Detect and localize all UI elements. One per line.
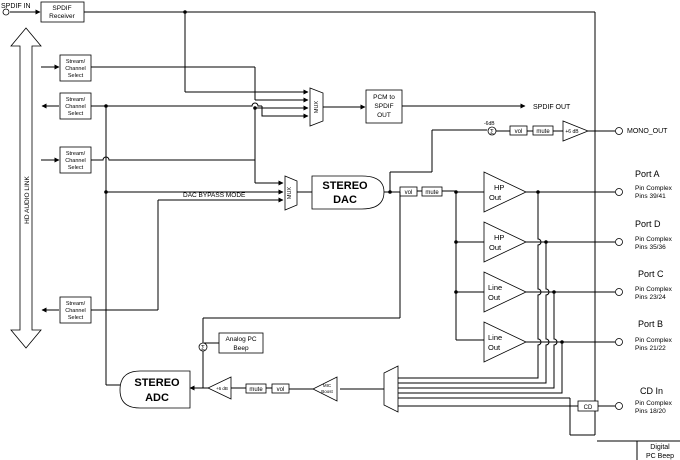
svg-text:Stream/: Stream/ xyxy=(66,301,86,307)
svg-text:SPDIF: SPDIF xyxy=(374,103,393,110)
mono-out-node xyxy=(615,127,623,135)
svg-text:mute: mute xyxy=(425,190,439,196)
stream-select-3: Stream/ Channel Select xyxy=(59,146,92,174)
stream-select-4: Stream/ Channel Select xyxy=(59,296,92,324)
port-c-pins: Pins 23/24 xyxy=(635,294,666,301)
spdif-mux-label: MUX xyxy=(314,101,320,114)
svg-text:Select: Select xyxy=(68,111,84,117)
hd-audio-link-label: HD AUDIO LINK xyxy=(24,176,31,224)
port-b-name: Port B xyxy=(638,319,663,329)
port-c-node xyxy=(615,288,623,296)
port-d-pins: Pins 35/36 xyxy=(635,244,666,251)
svg-text:Pin Complex: Pin Complex xyxy=(635,236,673,243)
svg-text:Out: Out xyxy=(488,293,501,302)
port-c-name: Port C xyxy=(638,269,664,279)
svg-text:mute: mute xyxy=(249,387,263,393)
svg-text:OUT: OUT xyxy=(377,112,391,119)
line-out-b: Line Out xyxy=(483,321,527,363)
dac-bypass-label: DAC BYPASS MODE xyxy=(183,192,246,199)
cd-in-pins: Pins 18/20 xyxy=(635,408,666,415)
svg-text:Select: Select xyxy=(68,165,84,171)
mono-amp xyxy=(562,120,590,142)
svg-text:Channel: Channel xyxy=(65,66,86,72)
cd-in-name: CD In xyxy=(640,386,663,396)
svg-text:PCM to: PCM to xyxy=(373,94,395,101)
svg-text:Stream/: Stream/ xyxy=(66,97,86,103)
svg-text:Out: Out xyxy=(489,193,502,202)
svg-text:Σ: Σ xyxy=(201,346,205,352)
mono-out-label: MONO_OUT xyxy=(627,128,668,135)
svg-text:Boost: Boost xyxy=(321,389,333,394)
port-a-name: Port A xyxy=(635,169,660,179)
svg-text:Pin Complex: Pin Complex xyxy=(635,400,673,407)
svg-text:Stream/: Stream/ xyxy=(66,59,86,65)
spdif-receiver-label-1: SPDIF xyxy=(52,5,71,12)
port-d-name: Port D xyxy=(635,219,661,229)
svg-text:Beep: Beep xyxy=(233,345,249,352)
svg-text:HP: HP xyxy=(494,183,504,192)
svg-text:DAC: DAC xyxy=(333,194,357,206)
svg-text:Line: Line xyxy=(488,333,502,342)
svg-text:Line: Line xyxy=(488,283,502,292)
digital-pc-beep-label-2: PC Beep xyxy=(646,453,674,460)
svg-text:Pin Complex: Pin Complex xyxy=(635,286,673,293)
dac-mux xyxy=(284,175,298,211)
dac-mux-label: MUX xyxy=(287,187,293,200)
port-d-node xyxy=(615,238,623,246)
svg-text:Channel: Channel xyxy=(65,308,86,314)
digital-pc-beep-label-1: Digital xyxy=(650,444,670,451)
svg-text:+6 dB: +6 dB xyxy=(565,129,579,135)
adc-sum-amp xyxy=(207,376,232,400)
port-a-node xyxy=(615,188,623,196)
svg-text:Stream/: Stream/ xyxy=(66,151,86,157)
line-out-c: Line Out xyxy=(483,271,527,313)
svg-text:vol: vol xyxy=(277,387,285,393)
hd-audio-link-arrow xyxy=(10,27,42,349)
hp-out-d: HP Out xyxy=(483,221,527,263)
stream-select-1: Stream/ Channel Select xyxy=(59,54,92,82)
svg-text:Σ: Σ xyxy=(490,130,494,136)
svg-text:STEREO: STEREO xyxy=(322,180,368,192)
stream-select-2: Stream/ Channel Select xyxy=(59,92,92,120)
hp-out-a: HP Out xyxy=(483,171,527,213)
spdif-receiver-label-2: Receiver xyxy=(49,13,75,20)
svg-text:Out: Out xyxy=(488,343,501,352)
cd-in-node xyxy=(615,402,623,410)
svg-text:HP: HP xyxy=(494,233,504,242)
spdif-mux xyxy=(309,87,324,127)
svg-text:Select: Select xyxy=(68,315,84,321)
mono-minus6db: -6dB xyxy=(484,121,495,127)
svg-text:Pin Complex: Pin Complex xyxy=(635,185,673,192)
svg-text:STEREO: STEREO xyxy=(134,377,180,389)
svg-text:vol: vol xyxy=(515,129,523,135)
spdif-out-label: SPDIF OUT xyxy=(533,104,571,111)
svg-text:mute: mute xyxy=(536,129,550,135)
svg-text:Channel: Channel xyxy=(65,158,86,164)
svg-text:Channel: Channel xyxy=(65,104,86,110)
stereo-adc-block xyxy=(119,370,191,409)
mic-boost xyxy=(312,376,338,402)
port-b-node xyxy=(615,338,623,346)
svg-text:vol: vol xyxy=(405,190,413,196)
spdif-in-node xyxy=(2,8,10,16)
spdif-in-label: SPDIF IN xyxy=(1,3,31,10)
svg-text:+6 dB: +6 dB xyxy=(216,386,228,391)
adc-input-mux xyxy=(383,365,399,413)
svg-text:Analog PC: Analog PC xyxy=(225,336,256,343)
port-b-pins: Pins 21/22 xyxy=(635,345,666,352)
svg-text:CD: CD xyxy=(584,405,593,411)
port-a-pins: Pins 39/41 xyxy=(635,193,666,200)
svg-text:Pin Complex: Pin Complex xyxy=(635,337,673,344)
svg-text:ADC: ADC xyxy=(145,392,169,404)
svg-text:Out: Out xyxy=(489,243,502,252)
svg-text:Select: Select xyxy=(68,73,84,79)
svg-text:MIC: MIC xyxy=(323,383,332,388)
